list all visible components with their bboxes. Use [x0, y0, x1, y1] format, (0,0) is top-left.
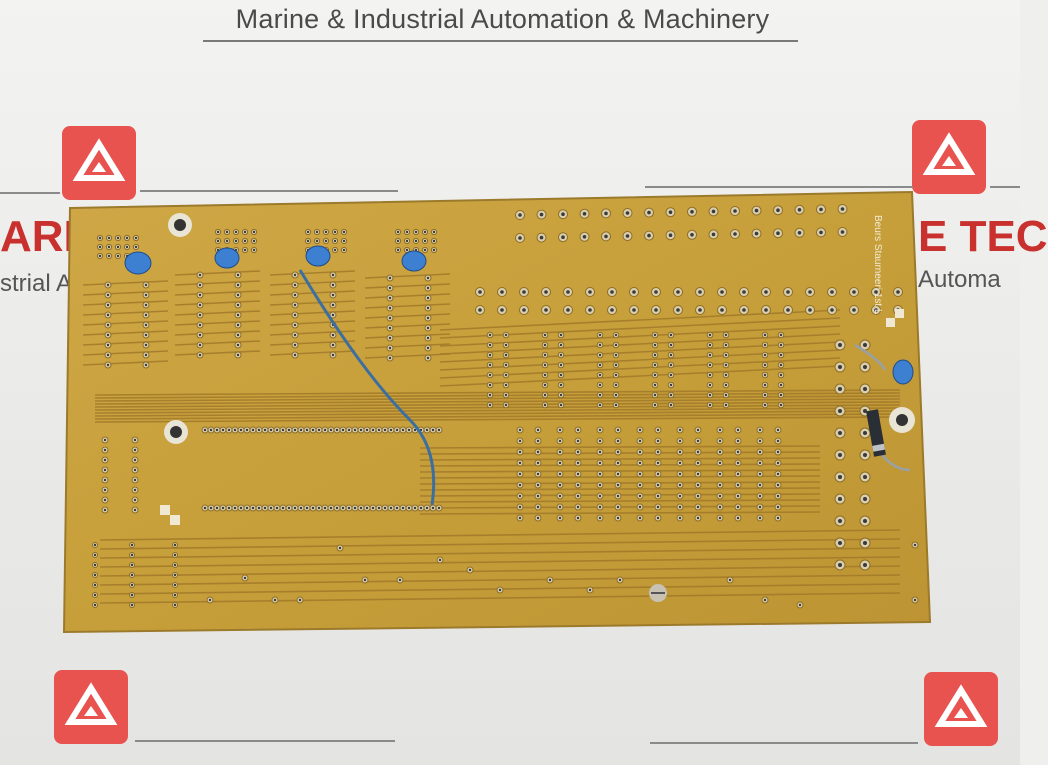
rule-far-right-top	[990, 186, 1020, 188]
watermark-logo-top-left	[62, 126, 136, 200]
title-underline	[203, 40, 798, 42]
watermark-sub-left: strial A	[0, 270, 73, 297]
watermark-logo-bottom-left	[54, 670, 128, 744]
rule-left-top	[0, 192, 60, 194]
rule-bottom-left	[135, 740, 395, 742]
rule-bottom-right	[650, 742, 918, 744]
rule-mid-top	[140, 190, 398, 192]
watermark-logo-top-right	[912, 120, 986, 194]
page-title: Marine & Industrial Automation & Machine…	[235, 4, 770, 34]
rule-right-top	[645, 186, 913, 188]
silkscreen-label: Beurs Staurneeri 1st L	[872, 215, 883, 315]
pcb-board: Beurs Staurneeri 1st L	[62, 190, 932, 634]
watermark-text-right: E TEC	[918, 212, 1048, 261]
watermark-logo-bottom-right	[924, 672, 998, 746]
watermark-sub-right: Automa	[918, 266, 1001, 293]
